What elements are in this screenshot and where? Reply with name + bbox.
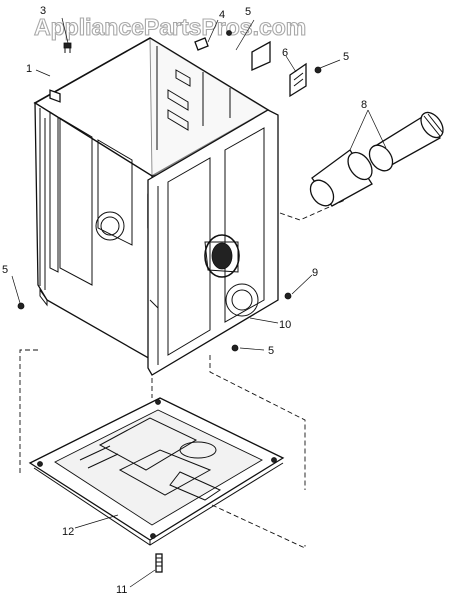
screws — [17, 292, 292, 352]
callout-11: 11 — [116, 584, 127, 596]
base-pan — [28, 397, 285, 546]
callout-12: 12 — [62, 526, 74, 538]
part-3-screw — [63, 42, 72, 53]
part-11-screw — [155, 553, 163, 573]
part-8-duct-sections — [309, 111, 444, 207]
callout-3: 3 — [40, 5, 46, 17]
part-1-plug — [49, 89, 61, 103]
callout-5-left: 5 — [2, 264, 8, 276]
part-6-cover — [289, 62, 322, 98]
callout-4: 4 — [219, 9, 225, 21]
callout-6: 6 — [282, 47, 288, 59]
watermark: AppliancePartsPros.com — [34, 14, 306, 40]
callout-10: 10 — [279, 319, 291, 331]
leader-lines — [11, 17, 387, 588]
callout-5-top: 5 — [245, 6, 251, 18]
callout-1: 1 — [26, 63, 32, 75]
part-4-bracket — [194, 30, 232, 51]
cabinet — [33, 37, 279, 376]
callout-8: 8 — [361, 99, 367, 111]
callout-5-right: 5 — [343, 51, 349, 63]
callout-9: 9 — [312, 267, 318, 279]
part-label-plate — [251, 40, 271, 72]
callouts: 1 3 4 5 6 5 8 5 9 10 5 12 11 — [2, 5, 367, 596]
assembly-lines — [19, 199, 346, 549]
callout-5-bottom: 5 — [268, 345, 274, 357]
